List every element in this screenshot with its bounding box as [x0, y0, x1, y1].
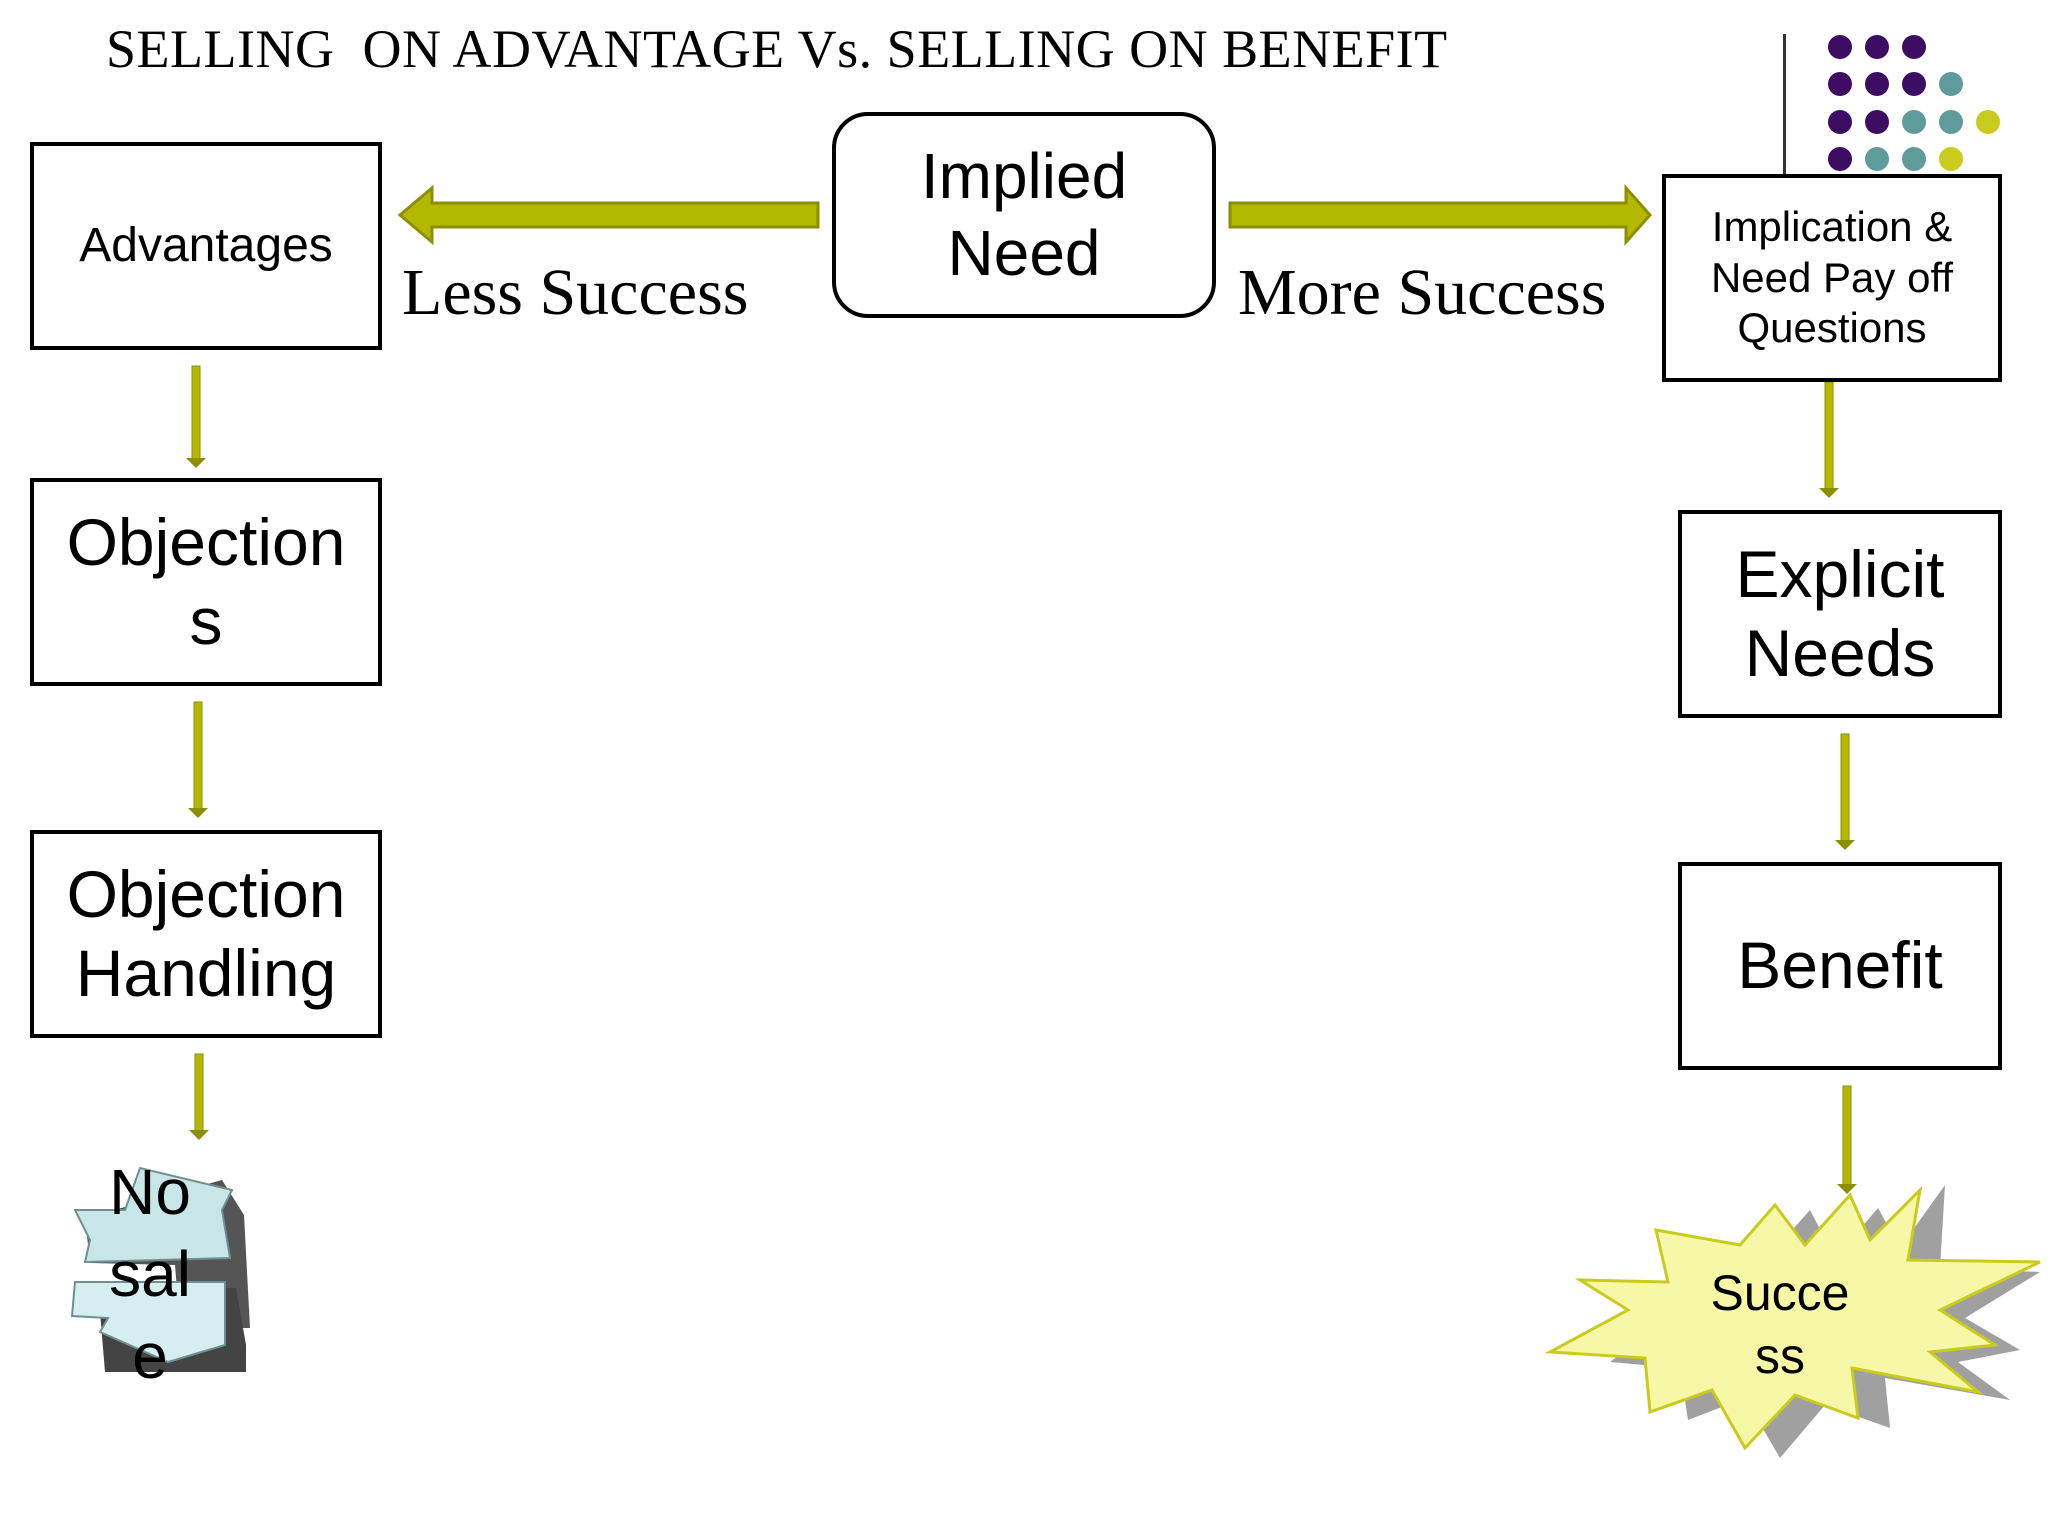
less-success-label: Less Success	[402, 256, 749, 329]
down-arrow	[188, 701, 208, 818]
dot	[1902, 72, 1926, 96]
success-label: Succe ss	[1710, 1265, 1850, 1384]
dot	[1902, 147, 1926, 171]
divider-line	[1783, 34, 1786, 174]
dot	[1828, 35, 1852, 59]
success-burst	[1544, 1185, 2041, 1451]
no-sale-shape	[70, 1166, 250, 1372]
no-sale-label: No sal e	[109, 1156, 191, 1392]
decorative-dots	[1828, 35, 2000, 171]
dot	[1828, 110, 1852, 134]
left-block-arrow	[397, 184, 820, 246]
dot	[1902, 110, 1926, 134]
dot	[1865, 147, 1889, 171]
advantages-box: Advantages	[30, 142, 382, 350]
down-arrow	[189, 1053, 209, 1140]
questions-box: Implication & Need Pay off Questions	[1662, 174, 2002, 382]
dot	[1828, 147, 1852, 171]
dot	[1902, 35, 1926, 59]
down-arrow	[186, 365, 206, 468]
dot	[1865, 110, 1889, 134]
implied-need-node: Implied Need	[832, 112, 1216, 318]
down-arrow	[1835, 733, 1855, 850]
dot	[1865, 35, 1889, 59]
dot	[1828, 72, 1852, 96]
dot	[1865, 72, 1889, 96]
explicit-needs-box: Explicit Needs	[1678, 510, 2002, 718]
right-block-arrow	[1228, 184, 1653, 246]
slide-title: SELLING ON ADVANTAGE Vs. SELLING ON BENE…	[106, 19, 1448, 79]
down-arrow	[1819, 381, 1839, 498]
down-arrow	[1837, 1085, 1857, 1194]
benefit-box: Benefit	[1678, 862, 2002, 1070]
dot	[1976, 110, 2000, 134]
more-success-label: More Success	[1238, 256, 1607, 329]
dot	[1939, 72, 1963, 96]
objections-box: Objection s	[30, 478, 382, 686]
dot	[1939, 110, 1963, 134]
objection-handling-box: Objection Handling	[30, 830, 382, 1038]
dot	[1939, 147, 1963, 171]
